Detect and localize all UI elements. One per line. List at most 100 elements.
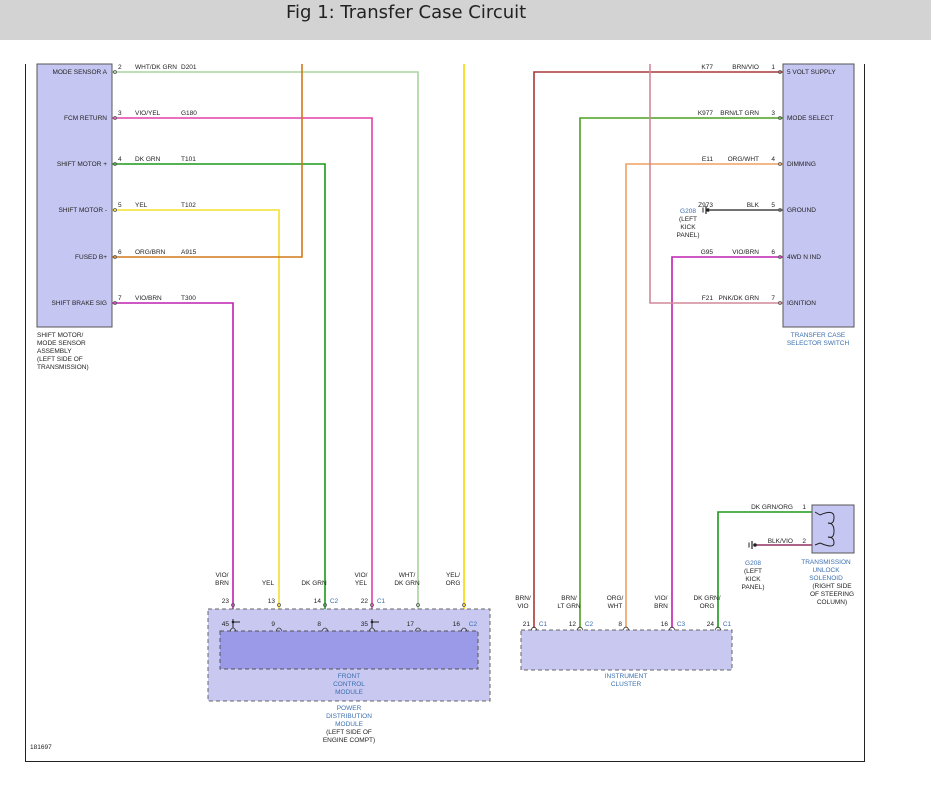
pin-socket [321,627,329,632]
circuit-label: K77 [701,64,713,71]
terminal [462,603,466,607]
wire-color-label: WHT/DK GRN [135,64,177,71]
ground-location: (LEFT [744,568,762,575]
circuit-label: G95 [701,249,714,256]
ground-point [706,208,710,212]
wire-color-label: VIO [517,603,528,610]
wire-color-label: DK GRN/ORG [751,504,793,511]
component-location: COLUMN) [817,599,847,606]
page-title: Fig 1: Transfer Case Circuit [286,2,527,23]
diagram-frame [25,64,865,762]
pin-number: 17 [407,621,415,628]
terminal [277,603,281,607]
pin-name: MODE SELECT [787,115,834,122]
pin-number: 35 [361,621,369,628]
terminal [323,603,327,607]
component-caption: ASSEMBLY [37,348,72,355]
terminal [113,208,117,212]
wire-color-label: VIO/BRN [135,295,162,302]
solenoid-coil-icon [819,511,835,547]
ground-location: PANEL) [677,232,700,239]
coil-lead [814,511,821,516]
pin-number: 21 [523,621,531,628]
wire-brn-vio [533,71,783,628]
terminal [370,603,374,607]
module-location: (LEFT SIDE OF [326,729,372,736]
pin-name: FUSED B+ [75,254,107,261]
circuit-label: T300 [181,295,196,302]
component-caption: SOLENOID [809,575,843,582]
pin-name: GROUND [787,207,816,214]
component-caption: SELECTOR SWITCH [787,340,850,347]
component-caption: TRANSMISSION [801,559,851,566]
wire-color-label: DK GRN/ [693,595,720,602]
wire-pnk-dk-grn [649,64,783,304]
pin-number: 2 [118,64,122,71]
wire-color-label: PNK/DK GRN [719,295,760,302]
wire-color-label: ORG [446,580,461,587]
pin-number: 13 [268,598,276,605]
pin-name: IGNITION [787,300,816,307]
transfer-case-selector-switch [782,63,855,328]
wire-color-label: DK GRN [301,580,327,587]
wire-color-label: BRN/LT GRN [720,110,759,117]
wire-color-label: YEL [355,580,368,587]
wire-color-label: BRN/VIO [732,64,759,71]
wire-color-label: BRN/ [561,595,577,602]
component-location: (RIGHT SIDE [812,583,852,590]
circuit-label: A915 [181,249,197,256]
connector-id: C2 [469,621,478,628]
pin-number: 9 [271,621,275,628]
pin-name: 5 VOLT SUPPLY [787,69,836,76]
shift-motor-assembly [36,63,113,328]
circuit-label: T101 [181,156,196,163]
terminal [778,116,782,120]
terminal [113,301,117,305]
wire-vio-yel [112,117,373,628]
wire-color-label: YEL/ [446,572,460,579]
pin-number: 22 [361,598,369,605]
pin-number: 4 [771,156,775,163]
wire-dk-grn-org [717,511,812,628]
component-location: OF STEERING [810,591,854,598]
pin-socket [530,626,538,631]
pin-number: 4 [118,156,122,163]
pin-number: 3 [771,110,775,117]
pin-number: 45 [222,621,230,628]
coil-lead [814,542,821,546]
pin-number: 2 [802,538,806,545]
wire-wht-dk-grn [112,71,419,628]
wire-color-label: ORG/WHT [728,156,759,163]
module-caption: INSTRUMENT [605,673,648,680]
wire-color-label: DK GRN [135,156,161,163]
connector-id: C1 [723,621,732,628]
connector-id: C2 [585,621,594,628]
ground-location: PANEL) [742,584,765,591]
figure-number: 181697 [30,744,52,751]
wire-color-label: BLK [747,202,760,209]
component-caption: UNLOCK [812,567,840,574]
ground-point [753,543,757,547]
pin-socket [622,626,630,631]
ground-location: (LEFT [679,216,697,223]
wire-color-label: VIO/ [354,572,367,579]
pin-socket [576,626,584,631]
wire-color-label: VIO/YEL [135,110,161,117]
terminal [113,116,117,120]
pin-number: 6 [771,249,775,256]
wire-color-label: LT GRN [557,603,581,610]
module-caption: DISTRIBUTION [326,713,372,720]
circuit-label: T102 [181,202,196,209]
pin-name: MODE SENSOR A [52,69,107,76]
wire-color-label: ORG/BRN [135,249,166,256]
module-caption: CLUSTER [611,681,642,688]
pin-name: SHIFT MOTOR + [57,161,107,168]
connector-id: C2 [330,598,339,605]
pin-name: 4WD N IND [787,254,821,261]
terminal [113,255,117,259]
terminal [778,301,782,305]
wire-color-label: YEL [135,202,148,209]
circuit-label: D201 [181,64,197,71]
pin-number: 3 [118,110,122,117]
